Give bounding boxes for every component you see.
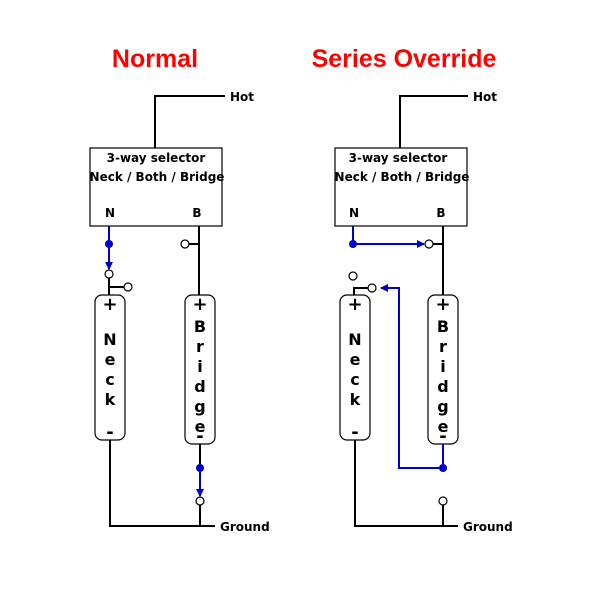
- normal-title: Normal: [112, 45, 198, 73]
- normal-bridge-letter: B: [194, 317, 206, 336]
- series-neck-switch-contact: [367, 283, 377, 293]
- normal-bridge-letter: i: [197, 357, 202, 376]
- series-ground-bus: [354, 440, 458, 527]
- normal-bridge-letter: r: [196, 337, 204, 356]
- normal-bridge-letter: d: [194, 377, 205, 396]
- normal-bridge-letter: e: [195, 417, 206, 436]
- normal-selector-n-terminal: N: [105, 206, 115, 220]
- normal-ground-label: Ground: [220, 520, 270, 534]
- normal-neck-letter: c: [105, 370, 114, 389]
- normal-neck-letter: N: [103, 330, 116, 349]
- series-neck-letter: k: [350, 390, 361, 409]
- series-bridge-letter: B: [437, 317, 449, 336]
- normal-selector-positions: Neck / Both / Bridge: [90, 170, 225, 184]
- normal-neck-plus: +: [102, 294, 117, 315]
- series-override-diagram: Series Override Hot 3-way selector Neck …: [312, 45, 513, 534]
- series-ground-open-contact: [438, 496, 448, 506]
- normal-bridge-ground-junction: [196, 464, 204, 472]
- series-bridge-letter: d: [437, 377, 448, 396]
- normal-diagram: Normal Hot 3-way selector Neck / Both / …: [89, 45, 270, 534]
- series-bridge-letter: r: [439, 337, 447, 356]
- series-selector-box: [334, 147, 468, 227]
- series-crossover-contact: [424, 239, 434, 249]
- series-neck-junction: [349, 240, 357, 248]
- normal-neck-letter: k: [105, 390, 116, 409]
- series-return-signal-path: [380, 284, 443, 469]
- series-bridge-plus: +: [435, 294, 450, 315]
- series-ground-label: Ground: [463, 520, 513, 534]
- normal-selector-title: 3-way selector: [107, 151, 206, 165]
- normal-hot-label: Hot: [230, 90, 254, 104]
- normal-neck-letter: e: [105, 350, 116, 369]
- series-bridge-minus-junction: [439, 464, 447, 472]
- series-neck-letter: N: [348, 330, 361, 349]
- normal-ground-switch-contact: [195, 496, 205, 506]
- series-bridge-letter: e: [438, 417, 449, 436]
- series-neck-letter: c: [350, 370, 359, 389]
- normal-neck-minus: -: [106, 422, 113, 443]
- series-neck-letter: e: [350, 350, 361, 369]
- series-bridge-lead: [433, 226, 444, 295]
- series-hot-label: Hot: [473, 90, 497, 104]
- series-neck-switch-arm: [353, 287, 368, 295]
- series-selector-positions: Neck / Both / Bridge: [335, 170, 470, 184]
- series-override-title: Series Override: [312, 45, 497, 73]
- normal-neck-junction: [105, 240, 113, 248]
- series-bridge-minus: -: [439, 426, 446, 447]
- normal-bridge-minus: -: [196, 426, 203, 447]
- normal-bridge-switch-open-contact: [180, 239, 190, 249]
- normal-bridge-letter: g: [194, 397, 205, 416]
- normal-selector-box: [89, 147, 223, 227]
- series-neck-minus: -: [351, 422, 358, 443]
- series-neck-plus: +: [347, 294, 362, 315]
- normal-neck-switch-open-contact: [123, 282, 133, 292]
- series-neck-open-contact: [348, 271, 358, 281]
- normal-neck-switch-contact: [104, 269, 114, 279]
- normal-ground-bus: [109, 440, 215, 527]
- series-selector-n-terminal: N: [349, 206, 359, 220]
- normal-bridge-plus: +: [192, 294, 207, 315]
- series-selector-b-terminal: B: [436, 206, 445, 220]
- series-bridge-letter: g: [437, 397, 448, 416]
- normal-selector-b-terminal: B: [192, 206, 201, 220]
- normal-hot-wire: [154, 95, 225, 148]
- series-selector-title: 3-way selector: [349, 151, 448, 165]
- series-hot-wire: [399, 95, 468, 148]
- series-bridge-letter: i: [440, 357, 445, 376]
